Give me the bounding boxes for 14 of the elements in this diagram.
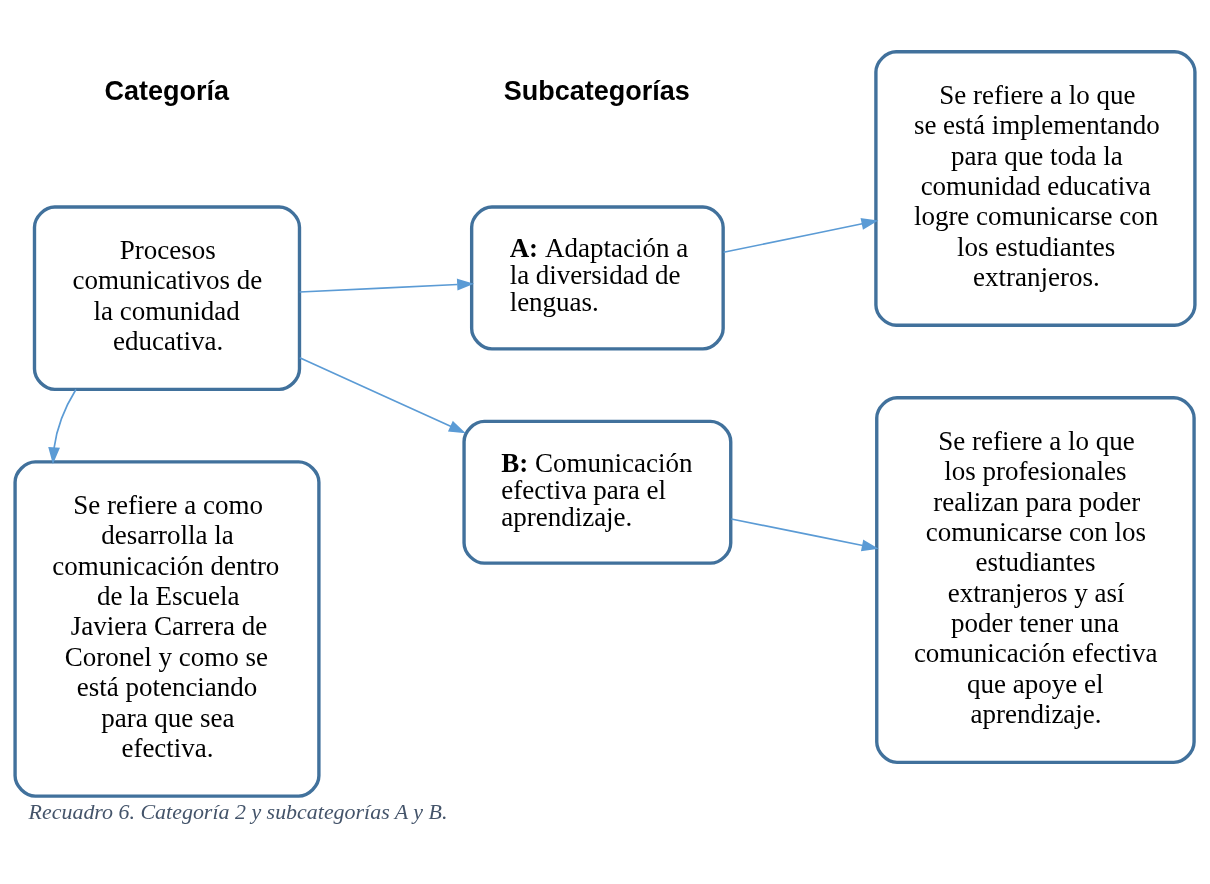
arrow: [298, 356, 466, 433]
node-box: Se refiere a como desarrolla la comunicación dentro de la Escuela Javiera Carrera de Coronel y como se está potenciando para que sea efectiva.: [13, 459, 321, 798]
label: Subcategorías: [503, 75, 690, 106]
arrow: [48, 388, 77, 464]
arrow: [298, 278, 475, 293]
arrow: [730, 517, 879, 551]
node-box: Se refiere a lo que los profesionales realizan para poder comunicarse con los estudiantes extranjeros y así poder tener una comunicación efectiva que apoye el aprendizaje.: [875, 395, 1196, 764]
node-box: Procesos comunicativos de la comunidad educativa.: [32, 204, 302, 391]
caption: Recuadro 6. Categoría 2 y subcategorías A y B.: [28, 798, 448, 824]
node-box: A: Adaptación a la diversidad de lenguas.: [469, 204, 725, 350]
node-box: B: Comunicación efectiva para el aprendizaje.: [462, 419, 733, 565]
arrow: [722, 217, 879, 253]
label: Categoría: [104, 75, 230, 106]
node-box: Se refiere a lo que se está implementando para que toda la comunidad educativa logre comunicarse con los estudiantes extranjeros.: [874, 49, 1197, 327]
